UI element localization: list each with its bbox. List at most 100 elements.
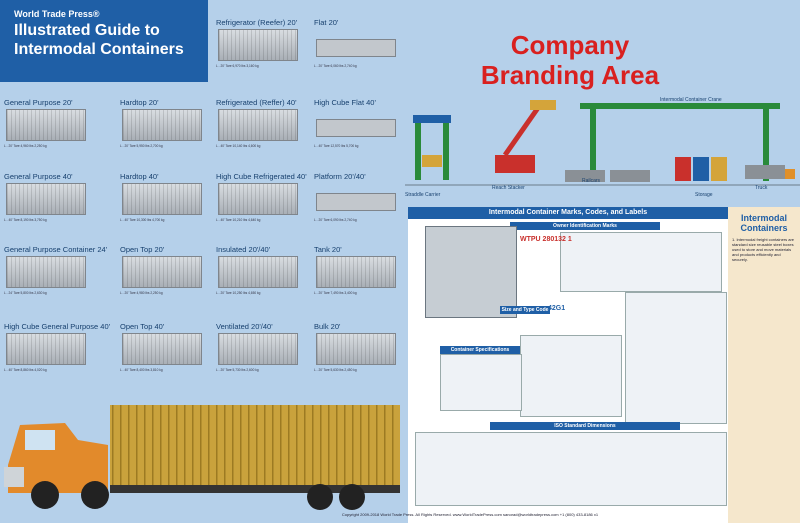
branding-line1: Company bbox=[510, 30, 630, 60]
container-spec: L - 40' Tare 8,400 lbs 3,810 kg bbox=[120, 368, 163, 372]
reach-stacker-label: Reach Stacker bbox=[492, 185, 525, 191]
container-spec: L - 20' Tare 5,730 lbs 2,600 kg bbox=[216, 368, 259, 372]
railcars-label: Railcars bbox=[582, 178, 601, 184]
type-code-table bbox=[625, 292, 727, 424]
container-illustration bbox=[122, 333, 202, 365]
container-illustration bbox=[218, 29, 298, 61]
drive-wheel bbox=[81, 481, 109, 509]
container-spec: L - 20' Tare 4,960 lbs 2,250 kg bbox=[4, 144, 47, 148]
trailer-chassis bbox=[110, 485, 400, 493]
storage-stack-2 bbox=[693, 157, 709, 181]
container-illustration bbox=[218, 109, 298, 141]
straddle-leg-right bbox=[443, 120, 449, 180]
port-scene-illustration bbox=[405, 95, 800, 207]
container-title: Refrigerator (Reefer) 20' bbox=[216, 18, 298, 27]
container-illustration bbox=[6, 333, 86, 365]
copyright-footer: Copyright 2009-2018 World Trade Press. A… bbox=[341, 512, 599, 517]
container-title: Open Top 20' bbox=[120, 245, 165, 254]
crane-label: Intermodal Container Crane bbox=[660, 97, 722, 103]
straddle-top bbox=[413, 115, 451, 123]
container-illustration bbox=[122, 183, 202, 215]
container-title: High Cube General Purpose 40' bbox=[4, 322, 111, 331]
container-title: General Purpose 40' bbox=[4, 172, 73, 181]
container-illustration bbox=[122, 109, 202, 141]
container-title: Refrigerated (Reffer) 40' bbox=[216, 98, 297, 107]
publisher-name: World Trade Press® bbox=[14, 9, 100, 19]
container-illustration bbox=[6, 183, 86, 215]
specs-heading: Container Specifications bbox=[440, 346, 520, 354]
container-illustration bbox=[316, 119, 396, 137]
crane-leg-right bbox=[763, 103, 769, 181]
owner-marks-table bbox=[560, 232, 722, 292]
container-spec: L - 20' Tare 6,060 lbs 2,740 kg bbox=[314, 64, 357, 68]
size-type-heading: Size and Type Code bbox=[500, 306, 550, 314]
size-code-sample: 42G1 bbox=[548, 305, 566, 312]
container-title: Hardtop 20' bbox=[120, 98, 159, 107]
reach-stacker-boom bbox=[502, 103, 543, 157]
container-spec: L - 40' Tare 10,300 lbs 4,700 kg bbox=[120, 218, 165, 222]
cab-window bbox=[25, 430, 55, 450]
branding-line2: Branding Area bbox=[480, 60, 660, 90]
small-truck-cab bbox=[785, 169, 795, 179]
container-spec: L - 20' Tare 5,950 lbs 2,700 kg bbox=[120, 144, 163, 148]
container-spec: L - 20' Tare 6,090 lbs 2,740 kg bbox=[314, 218, 357, 222]
container-spec: L - 20' Tare 4,980 lbs 2,250 kg bbox=[120, 291, 163, 295]
sidebar-body: 1. Intermodal freight containers are sta… bbox=[732, 237, 795, 262]
marks-panel-title: Intermodal Container Marks, Codes, and L… bbox=[408, 207, 728, 219]
straddle-box bbox=[422, 155, 442, 167]
size-code-table bbox=[520, 335, 622, 417]
container-spec: L - 20' Tare 5,630 lbs 2,450 kg bbox=[314, 368, 357, 372]
railcar-2 bbox=[610, 170, 650, 182]
container-spec: L - 40' Tare 8,190 lbs 3,750 kg bbox=[4, 218, 47, 222]
container-illustration bbox=[316, 193, 396, 211]
container-spec: L - 40' Tare 10,210 lbs 4,640 kg bbox=[216, 218, 261, 222]
reach-stacker-load bbox=[530, 100, 556, 110]
container-spec: L - 40' Tare 12,570 lbs 5,700 kg bbox=[314, 144, 359, 148]
container-title: Insulated 20'/40' bbox=[216, 245, 271, 254]
owner-marks-heading: Owner Identification Marks bbox=[510, 222, 660, 230]
owner-code-sample: WTPU 280132 1 bbox=[520, 236, 572, 243]
truck-illustration bbox=[4, 405, 400, 510]
crane-leg-left bbox=[590, 103, 596, 181]
specs-table bbox=[440, 354, 522, 411]
container-spec: L - 20' Tare 6,970 lbs 3,160 kg bbox=[216, 64, 259, 68]
iso-heading: ISO Standard Dimensions bbox=[490, 422, 680, 430]
iso-dimensions-table bbox=[415, 432, 727, 506]
container-spec: L - 40' Tare 10,140 lbs 4,600 kg bbox=[216, 144, 261, 148]
container-door-drawing bbox=[425, 226, 517, 318]
page-title-line1: Illustrated Guide to bbox=[14, 22, 160, 39]
storage-stack-3 bbox=[711, 157, 727, 181]
container-spec: L - 20' Tare 10,250 lbs 4,650 kg bbox=[216, 291, 261, 295]
container-illustration bbox=[6, 109, 86, 141]
container-ribs bbox=[110, 405, 400, 485]
container-illustration bbox=[218, 183, 298, 215]
sidebar-title: Intermodal Containers bbox=[740, 213, 788, 233]
container-illustration bbox=[218, 333, 298, 365]
straddle-carrier-label: Straddle Carrier bbox=[405, 192, 441, 198]
front-wheel bbox=[31, 481, 59, 509]
container-title: Open Top 40' bbox=[120, 322, 165, 331]
title-block: World Trade Press® Illustrated Guide to … bbox=[0, 0, 208, 82]
container-title: Tank 20' bbox=[314, 245, 342, 254]
container-illustration bbox=[316, 39, 396, 57]
container-illustration bbox=[6, 256, 86, 288]
container-title: Platform 20'/40' bbox=[314, 172, 366, 181]
container-illustration bbox=[218, 256, 298, 288]
container-illustration bbox=[122, 256, 202, 288]
container-spec: L - 24' Tare 5,800 lbs 2,630 kg bbox=[4, 291, 47, 295]
container-title: General Purpose Container 24' bbox=[4, 245, 108, 254]
container-title: Bulk 20' bbox=[314, 322, 341, 331]
trailer-wheel-2 bbox=[339, 484, 365, 510]
branding-area: Company Branding Area bbox=[470, 30, 670, 90]
container-title: Hardtop 40' bbox=[120, 172, 159, 181]
railcar-1 bbox=[565, 170, 605, 182]
small-truck-box bbox=[745, 165, 785, 179]
trailer-wheel-1 bbox=[307, 484, 333, 510]
crane-beam bbox=[580, 103, 780, 109]
container-title: General Purpose 20' bbox=[4, 98, 73, 107]
container-spec: L - 20' Tare 7,490 lbs 3,400 kg bbox=[314, 291, 357, 295]
container-title: Flat 20' bbox=[314, 18, 339, 27]
page-title-line2: Intermodal Containers bbox=[14, 41, 184, 58]
reach-stacker-body bbox=[495, 155, 535, 173]
container-spec: L - 40' Tare 8,860 lbs 4,020 kg bbox=[4, 368, 47, 372]
